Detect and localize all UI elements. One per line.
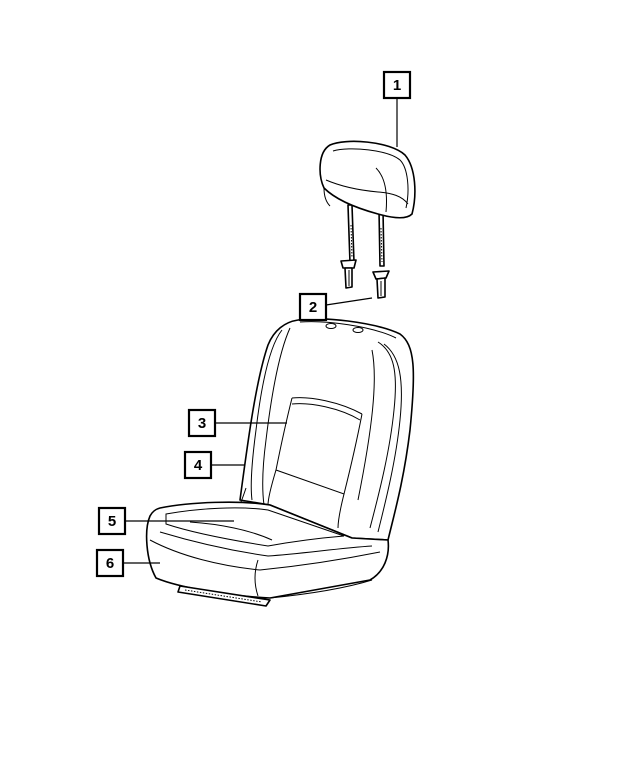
callout-1[interactable]: 1 <box>382 70 412 100</box>
callout-4[interactable]: 4 <box>183 450 213 480</box>
seat-assembly-drawing[interactable] <box>145 317 415 607</box>
callout-6-label: 6 <box>106 555 114 572</box>
callout-3[interactable]: 3 <box>187 408 217 438</box>
callout-5-label: 5 <box>108 513 116 530</box>
leader-lines <box>123 98 398 564</box>
callout-2[interactable]: 2 <box>298 292 328 322</box>
leader-2 <box>325 297 373 306</box>
callout-5[interactable]: 5 <box>97 506 127 536</box>
callout-2-label: 2 <box>309 299 317 316</box>
callout-6[interactable]: 6 <box>95 548 125 578</box>
headrest-guide-drawing[interactable] <box>340 259 390 299</box>
callout-1-label: 1 <box>393 77 401 94</box>
callout-4-label: 4 <box>194 457 203 474</box>
headrest-drawing[interactable] <box>319 140 416 267</box>
callout-3-label: 3 <box>198 415 206 432</box>
